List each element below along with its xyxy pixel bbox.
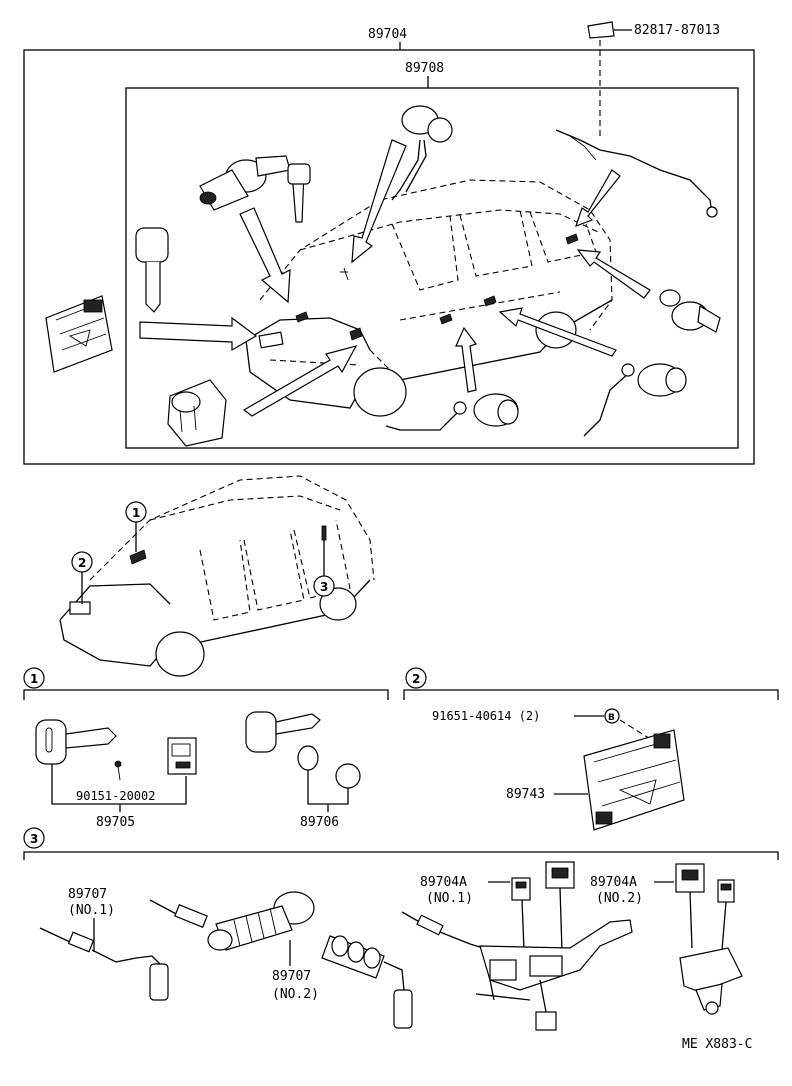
arrow-to-rear-door (575, 169, 621, 228)
label-screw: 90151-20002 (76, 789, 155, 803)
arrow-to-hood-switch (351, 139, 407, 264)
label-relay1-sub: (NO.1) (426, 891, 473, 906)
arrow-to-ignition (239, 207, 291, 304)
label-bolt: 91651-40614 (2) (432, 709, 540, 723)
arrow-to-hood (242, 345, 358, 417)
label-emblem: 82817-87013 (634, 23, 720, 38)
inner-assembly-box (125, 87, 739, 449)
bolt-marker (604, 708, 620, 724)
rear-door-harness (555, 129, 713, 215)
svg-text:2: 2 (78, 556, 86, 570)
bolt-dashed-leader (619, 719, 653, 741)
section-2-header: 2 (403, 667, 779, 700)
svg-text:1: 1 (30, 672, 38, 686)
van-illustration-index (59, 475, 375, 677)
section-3-header: 3 (23, 827, 779, 860)
arrow-to-side-door (498, 307, 617, 357)
bolt-marker-text: B (608, 713, 615, 723)
label-relay2-num: 89704A (590, 875, 637, 890)
label-coil2-sub: (NO.2) (272, 987, 319, 1002)
lock-coil-no2 (149, 891, 413, 1029)
svg-text:3: 3 (30, 832, 38, 846)
screw-part (117, 765, 121, 781)
door-lock-cylinder-center (385, 393, 519, 431)
label-coil1-num: 89707 (68, 887, 107, 902)
arrow-to-front (139, 316, 258, 352)
label-relay2-sub: (NO.2) (596, 891, 643, 906)
rear-door-harness-branch (569, 135, 597, 161)
screw-head (114, 760, 122, 768)
ecu-module-top (45, 295, 113, 373)
label-ecu: 89743 (506, 787, 545, 802)
side-door-lock-cylinder (583, 363, 687, 437)
label-key-set-1: 89705 (96, 815, 135, 830)
arrow-to-door-lock (455, 326, 477, 393)
key-plate-small (297, 745, 319, 771)
callout-1-marker: 1 (125, 501, 147, 552)
label-key-set-2: 89706 (300, 815, 339, 830)
label-footer: ME X883-C (682, 1037, 752, 1052)
svg-text:3: 3 (320, 580, 328, 594)
key-blank (245, 711, 321, 753)
callout-3-marker: 3 (313, 540, 335, 597)
relay-assembly-no2 (675, 863, 743, 1015)
key-set-1-bracket (51, 764, 187, 805)
section-1-header: 1 (23, 667, 389, 700)
harness-connector (706, 206, 718, 218)
security-horn (167, 379, 227, 447)
emblem-part (587, 21, 615, 39)
hood-lock-switch (391, 105, 453, 201)
svg-text:1: 1 (132, 506, 140, 520)
key-top (135, 227, 169, 313)
key-with-transponder (35, 719, 117, 765)
relay-assembly-no1 (401, 861, 633, 1031)
ecu-module (583, 729, 685, 831)
arrow-to-slide-door (576, 249, 651, 299)
callout-2-marker: 2 (71, 551, 93, 604)
lock-coil-no1 (39, 927, 169, 1001)
transponder-module (167, 737, 197, 775)
label-coil1-sub: (NO.1) (68, 903, 115, 918)
outer-assembly-box (23, 49, 755, 465)
label-assy-outer: 89704 (368, 27, 407, 42)
label-coil2-num: 89707 (272, 969, 311, 984)
svg-text:2: 2 (412, 672, 420, 686)
label-relay1-num: 89704A (420, 875, 467, 890)
slide-door-lock-cylinder (659, 289, 721, 333)
key-plate-large (335, 763, 361, 789)
label-assy-inner: 89708 (405, 61, 444, 76)
ignition-cylinder (199, 155, 311, 223)
